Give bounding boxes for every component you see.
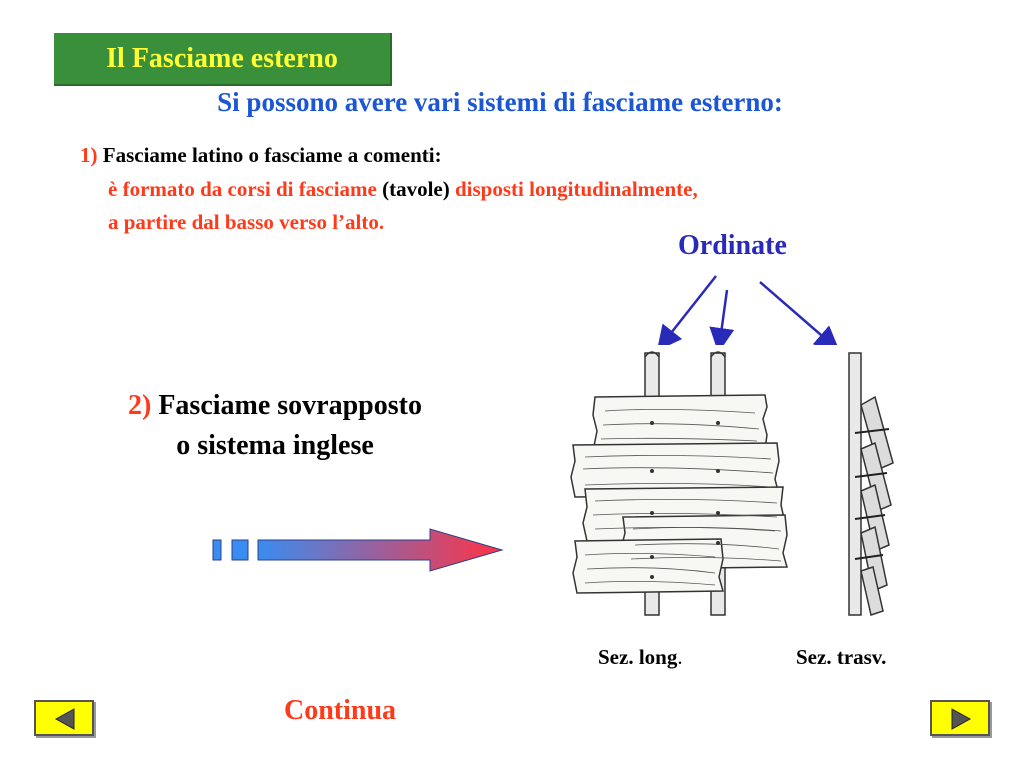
item2-text: 2) Fasciame sovrapposto o sistema ingles…: [60, 386, 490, 466]
caption-long-text: Sez. long: [598, 645, 678, 669]
caption-longitudinal-section: Sez. long.: [598, 645, 683, 670]
item1-heading-line: 1) Fasciame latino o fasciame a comenti:: [80, 143, 442, 168]
item2-number: 2): [128, 390, 152, 421]
continue-link[interactable]: Continua: [284, 695, 397, 726]
clinker-planking-illustration: [545, 345, 950, 616]
next-slide-button[interactable]: [930, 700, 990, 736]
item1-description-line3: a partire dal basso verso l’alto.: [108, 210, 385, 234]
prev-slide-button[interactable]: [34, 700, 94, 736]
item2-line1: 2) Fasciame sovrapposto: [60, 386, 490, 426]
item1-desc-black: (tavole): [382, 177, 450, 201]
caption-transverse-section: Sez. trasv.: [796, 645, 887, 669]
triangle-left-icon: [54, 708, 75, 730]
slide-title: Il Fasciame esterno: [54, 33, 392, 86]
caption-long-dot: .: [677, 645, 683, 669]
item1-desc-red-a: è formato da corsi di fasciame: [108, 177, 377, 201]
triangle-right-icon: [951, 708, 972, 730]
item1-heading: Fasciame latino o fasciame a comenti:: [102, 143, 442, 167]
item2-line1-text: Fasciame sovrapposto: [158, 390, 422, 421]
item1-description-line2: è formato da corsi di fasciame (tavole) …: [108, 177, 698, 202]
item1-desc-red-b: disposti longitudinalmente,: [455, 177, 698, 201]
ordinate-label: Ordinate: [678, 230, 787, 261]
slide-subtitle: Si possono avere vari sistemi di fasciam…: [217, 87, 783, 117]
item2-line2: o sistema inglese: [176, 430, 374, 461]
item1-number: 1): [80, 143, 98, 167]
slide-title-text: Il Fasciame esterno: [106, 42, 338, 74]
gradient-arrow-icon: [212, 528, 504, 572]
